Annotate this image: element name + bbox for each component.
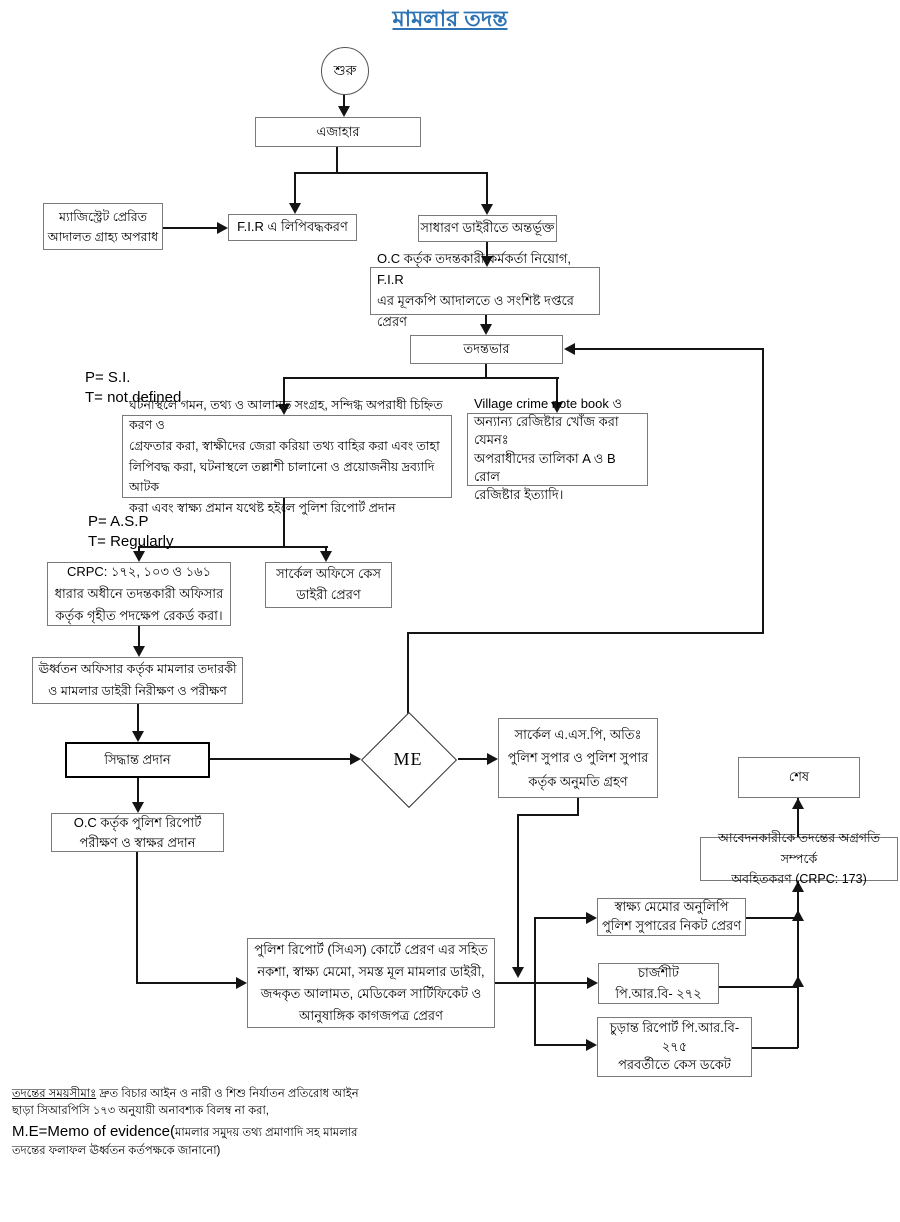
arrowhead-icon [132, 731, 144, 742]
connector-line [325, 546, 327, 555]
send-to-court-box: পুলিশ রিপোর্ট (সিএস) কোর্টে প্রেরণ এর সহ… [247, 938, 495, 1028]
investigation-charge-box: তদন্তভার [410, 335, 563, 364]
connector-line [283, 377, 559, 379]
connector-line [336, 147, 338, 174]
connector-line [163, 227, 220, 229]
connector-line [138, 546, 328, 548]
connector-line [746, 917, 798, 919]
crime-scene-actions-box: ঘটনাস্থলে গমন, তথ্য ও আলামত সংগ্রহ, সন্দ… [122, 398, 452, 515]
memo-copy-box: স্বাক্ষ্য মেমোর অনুলিপি পুলিশ সুপারের নি… [597, 898, 746, 936]
arrowhead-icon [587, 977, 598, 989]
footnotes: তদন্তের সময়সীমাঃ দ্রুত বিচার আইন ও নারী… [12, 1086, 382, 1160]
footnote-line-1: তদন্তের সময়সীমাঃ দ্রুত বিচার আইন ও নারী… [12, 1088, 359, 1100]
arrowhead-icon [320, 551, 332, 562]
connector-line [343, 95, 345, 109]
arrowhead-icon [551, 402, 563, 413]
footnote-line-4: তদন্তের ফলাফল ঊর্ধ্বতন কর্তপক্ষকে জানানো… [12, 1145, 221, 1157]
final-report-box: চুড়ান্ত রিপোর্ট পি.আর.বি- ২৭৫ পরবর্তীতে… [597, 1017, 752, 1077]
arrowhead-icon [278, 404, 290, 415]
annotation-si: P= S.I. T= not defined [85, 369, 182, 407]
connector-line [719, 986, 798, 988]
start-node: শুরু [321, 47, 369, 95]
inform-applicant-box: আবেদনকারীকে তদন্তের অগ্রগতি সম্পর্কে অবহ… [700, 831, 898, 886]
connector-line [485, 364, 487, 379]
annotation-asp: P= A.S.P T= Regularly [88, 513, 174, 551]
asp-approval-box: সার্কেল এ.এস.পি, অতিঃ পুলিশ সুপার ও পুলি… [498, 718, 658, 798]
ejahar-box: এজাহার [255, 117, 421, 147]
connector-line [752, 1047, 798, 1049]
chargesheet-box: চার্জশীট পি.আর.বি- ২৭২ [598, 963, 719, 1004]
connector-line [517, 814, 579, 816]
arrowhead-icon [481, 204, 493, 215]
arrowhead-icon [480, 324, 492, 335]
arrowhead-icon [217, 222, 228, 234]
page-title: মামলার তদন্ত [392, 6, 508, 31]
connector-line [407, 633, 409, 715]
connector-line [458, 758, 490, 760]
connector-line [534, 917, 588, 919]
connector-line [138, 626, 140, 648]
arrowhead-icon [564, 343, 575, 355]
connector-line [294, 172, 296, 206]
arrowhead-icon [586, 1039, 597, 1051]
arrowhead-icon [236, 977, 247, 989]
connector-line [283, 498, 285, 548]
connector-line [485, 315, 487, 327]
arrowhead-icon [487, 753, 498, 765]
fir-record-box: F.I.R এ লিপিবদ্ধকরণ [228, 214, 357, 241]
connector-line [762, 348, 764, 634]
arrowhead-icon [133, 551, 145, 562]
arrowhead-icon [792, 881, 804, 892]
connector-line [534, 982, 590, 984]
connector-line [534, 917, 536, 1046]
arrowhead-icon [792, 910, 804, 921]
connector-line [517, 814, 519, 970]
decision-box: সিদ্ধান্ত প্রদান [65, 742, 210, 778]
village-crime-notebook-box: Village crime note book ও অন্যান্য রেজিষ… [467, 396, 648, 502]
superior-supervision-box: ঊর্ধ্বতন অফিসার কর্তৃক মামলার তদারকী ও ম… [32, 657, 243, 704]
arrowhead-icon [350, 753, 361, 765]
connector-line [486, 241, 488, 261]
arrowhead-icon [586, 912, 597, 924]
arrowhead-icon [133, 646, 145, 657]
connector-line [138, 546, 140, 555]
connector-line [797, 881, 799, 1048]
oc-report-sign-box: O.C কর্তৃক পুলিশ রিপোর্ট পরীক্ষণ ও স্বাক… [51, 813, 224, 852]
end-node: শেষ [738, 757, 860, 798]
arrowhead-icon [289, 203, 301, 214]
connector-line [210, 758, 350, 760]
magistrate-offence-box: ম্যাজিস্ট্রেট প্রেরিত আদালত গ্রাহ্য অপরা… [43, 203, 163, 250]
connector-line [577, 798, 579, 816]
connector-line [294, 172, 488, 174]
crpc-sections-box: CRPC: ১৭২, ১০৩ ও ১৬১ ধারার অধীনে তদন্তকা… [47, 562, 231, 626]
connector-line [283, 377, 285, 405]
arrowhead-icon [512, 967, 524, 978]
connector-line [574, 348, 764, 350]
connector-line [486, 172, 488, 208]
connector-line [797, 798, 799, 838]
general-diary-box: সাধারণ ডাইরীতে অন্তর্ভূক্ত [418, 215, 557, 242]
connector-line [407, 632, 764, 634]
connector-line [136, 852, 138, 984]
connector-line [495, 982, 536, 984]
circle-office-diary-box: সার্কেল অফিসে কেস ডাইরী প্রেরণ [265, 562, 392, 608]
connector-line [534, 1044, 589, 1046]
connector-line [137, 704, 139, 734]
arrowhead-icon [481, 256, 493, 267]
arrowhead-icon [338, 106, 350, 117]
footnote-line-3: M.E=Memo of evidence(মামলার সমুদয় তথ্য … [12, 1122, 358, 1140]
connector-line [137, 778, 139, 806]
connector-line [136, 982, 240, 984]
me-diamond-label: ME [393, 749, 423, 769]
connector-line [556, 377, 558, 403]
arrowhead-icon [792, 976, 804, 987]
arrowhead-icon [792, 798, 804, 809]
oc-assign-io-box: O.C কর্তৃক তদন্তকারী কর্মকর্তা নিয়োগ, F… [370, 251, 600, 329]
footnote-line-2: ছাড়া সিআরপিসি ১৭৩ অনুযায়ী অনাবশ্যক বিল… [12, 1105, 269, 1118]
arrowhead-icon [132, 802, 144, 813]
